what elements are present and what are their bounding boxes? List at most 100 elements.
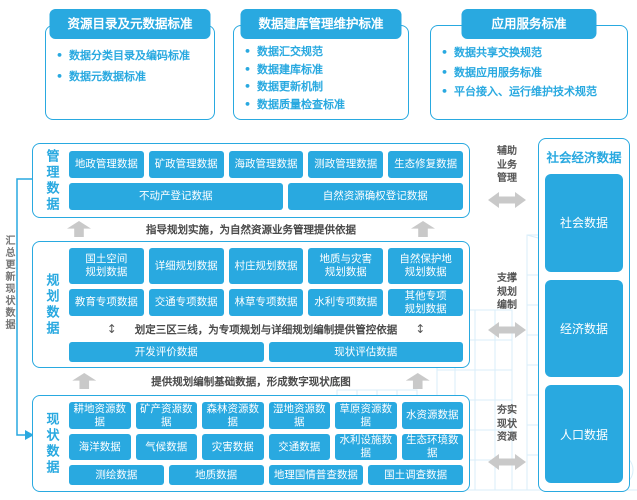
data-box: 测政管理数据 [308, 151, 384, 178]
data-box: 矿政管理数据 [148, 151, 224, 178]
annotation-consolidate-status: 夯实现状资源 [478, 404, 536, 471]
data-box: 详细规划数据 [148, 248, 224, 284]
bullet-icon: • [244, 80, 252, 94]
connector-text: 提供规划编制基础数据，形成数字现状底图 [151, 375, 351, 388]
standards-card-catalog: 资源目录及元数据标准 •数据分类目录及编码标准 •数据元数据标准 [45, 9, 215, 120]
section-management-data: 管理数据 地政管理数据 矿政管理数据 海政管理数据 测政管理数据 生态修复数据 … [32, 143, 470, 218]
up-arrow-icon [405, 373, 430, 389]
standards-item-label: 平台接入、运行维护技术规范 [454, 85, 598, 99]
data-box: 人口数据 [545, 385, 623, 484]
standards-card-database: 数据建库管理维护标准 •数据汇交规范 •数据建库标准 •数据更新机制 • 数据质量… [233, 9, 409, 120]
standards-item-label: 数据应用服务标准 [454, 65, 543, 79]
connector-planning: 提供规划编制基础数据，形成数字现状底图 [32, 371, 470, 391]
section-label-text: 规划数据 [43, 272, 59, 337]
data-box: 地政管理数据 [69, 151, 144, 178]
bullet-icon: • [244, 97, 252, 111]
data-box: 水资源数据 [401, 402, 463, 429]
standards-card-title: 数据建库管理维护标准 [240, 9, 402, 39]
up-down-arrow-icon: ↕ [106, 322, 117, 337]
data-box: 不动产登记数据 [69, 183, 283, 210]
standards-item: •数据元数据标准 [56, 69, 206, 84]
data-box: 国土空间 规划数据 [69, 248, 144, 284]
bullet-icon: • [244, 62, 252, 76]
annotation-label: 支撑规划编制 [497, 273, 517, 311]
management-row-2: 不动产登记数据 自然资源确权登记数据 [69, 183, 463, 210]
standards-item: • 数据共享交换规范 [441, 46, 619, 60]
up-arrow-icon [411, 221, 435, 237]
standards-item-label: 数据元数据标准 [69, 69, 147, 83]
status-row-3: 测绘数据 地质数据 地理国情普查数据 国土调查数据 [69, 465, 463, 485]
section-planning-data: 规划数据 国土空间 规划数据 详细规划数据 村庄规划数据 地质与灾害 规划数据 … [32, 241, 470, 368]
data-box: 交通专项数据 [148, 288, 224, 317]
bullet-icon: • [56, 49, 64, 62]
data-box: 自然保护地 规划数据 [388, 248, 463, 284]
annotation-assist-business: 辅助业务管理 [478, 145, 536, 209]
data-box: 国土调查数据 [368, 465, 463, 485]
section-content: 地政管理数据 矿政管理数据 海政管理数据 测政管理数据 生态修复数据 不动产登记… [69, 144, 469, 217]
section-label: 规划数据 [33, 242, 69, 367]
data-box: 交通数据 [268, 434, 330, 460]
standards-item-label: 数据共享交换规范 [454, 46, 543, 59]
standards-card-title: 资源目录及元数据标准 [49, 9, 211, 39]
section-label: 管理数据 [33, 144, 69, 217]
data-box: 生态修复数据 [388, 151, 463, 178]
up-arrow-icon [67, 221, 91, 237]
data-box: 社会数据 [545, 174, 623, 272]
standards-item: • 数据质量检查标准 [244, 97, 400, 112]
bullet-icon: • [441, 85, 449, 99]
annotation-label: 夯实现状资源 [497, 405, 517, 443]
section-label-text: 现状数据 [43, 411, 59, 476]
up-arrow-icon [72, 373, 97, 389]
summary-update-flow-arrow-icon [16, 178, 34, 440]
data-box: 地质与灾害 规划数据 [308, 248, 384, 284]
standards-item-list: •数据分类目录及编码标准 •数据元数据标准 [46, 26, 214, 83]
planning-row-2: 教育专项数据 交通专项数据 林草专项数据 水利专项数据 其他专项 规划数据 [69, 288, 463, 317]
data-box: 其他专项 规划数据 [388, 288, 463, 317]
data-box: 自然资源确权登记数据 [287, 183, 463, 210]
bullet-icon: • [441, 46, 449, 59]
standards-item: •数据汇交规范 [244, 45, 400, 59]
left-rail-label: 汇总更新现状数据 [1, 235, 16, 331]
data-box: 地理国情普查数据 [268, 465, 364, 485]
data-box: 开发评价数据 [69, 342, 264, 362]
standards-item: •数据更新机制 [244, 81, 400, 94]
data-box: 森林资源数据 [202, 402, 264, 429]
data-box: 海洋数据 [69, 434, 131, 460]
double-arrow-icon [488, 321, 526, 338]
data-box: 教育专项数据 [69, 288, 144, 317]
data-box: 草原资源数据 [335, 402, 397, 429]
double-arrow-icon [488, 453, 526, 470]
planning-note-text: 划定三区三线，为专项规划与详细规划编制提供管控依据 [134, 323, 398, 336]
double-arrow-icon [488, 191, 526, 208]
standards-item-list: •数据汇交规范 •数据建库标准 •数据更新机制 • 数据质量检查标准 [234, 26, 408, 112]
data-box: 经济数据 [545, 279, 623, 378]
management-row-1: 地政管理数据 矿政管理数据 海政管理数据 测政管理数据 生态修复数据 [69, 151, 463, 178]
socioeconomic-title: 社会经济数据 [546, 150, 622, 165]
standards-item-label: 数据质量检查标准 [257, 97, 346, 111]
status-row-2: 海洋数据 气候数据 灾害数据 交通数据 水利设施数据 生态环境数据 [69, 434, 463, 460]
up-down-arrow-icon: ↕ [415, 322, 426, 337]
standards-item-list: • 数据共享交换规范 • 数据应用服务标准 • 平台接入、运行维护技术规范 [431, 26, 627, 99]
section-content: 国土空间 规划数据 详细规划数据 村庄规划数据 地质与灾害 规划数据 自然保护地… [69, 242, 469, 367]
standards-item: • 平台接入、运行维护技术规范 [441, 86, 619, 99]
section-status-data: 现状数据 耕地资源数据 矿产资源数据 森林资源数据 湿地资源数据 草原资源数据 … [32, 395, 470, 492]
data-box: 生态环境数据 [401, 434, 463, 460]
bullet-icon: • [441, 65, 449, 79]
data-box: 林草专项数据 [228, 288, 304, 317]
data-box: 村庄规划数据 [228, 248, 304, 284]
section-socioeconomic-data: 社会经济数据 社会数据 经济数据 人口数据 [538, 138, 630, 492]
data-box: 现状评估数据 [268, 342, 463, 362]
annotation-label: 辅助业务管理 [497, 146, 517, 184]
standards-card-title: 应用服务标准 [461, 9, 597, 39]
section-label-text: 管理数据 [43, 148, 59, 213]
standards-card-service: 应用服务标准 • 数据共享交换规范 • 数据应用服务标准 • 平台接入、运行维护技术规… [430, 9, 628, 120]
connector-text: 指导规划实施，为自然资源业务管理提供依据 [146, 223, 356, 236]
bullet-icon: • [244, 45, 252, 58]
data-box: 水利设施数据 [335, 434, 397, 460]
standards-item: • 数据应用服务标准 [441, 65, 619, 80]
standards-item: •数据分类目录及编码标准 [56, 49, 206, 63]
data-box: 矿产资源数据 [135, 402, 197, 429]
standards-item: •数据建库标准 [244, 62, 400, 77]
connector-management: 指导规划实施，为自然资源业务管理提供依据 [32, 219, 470, 239]
